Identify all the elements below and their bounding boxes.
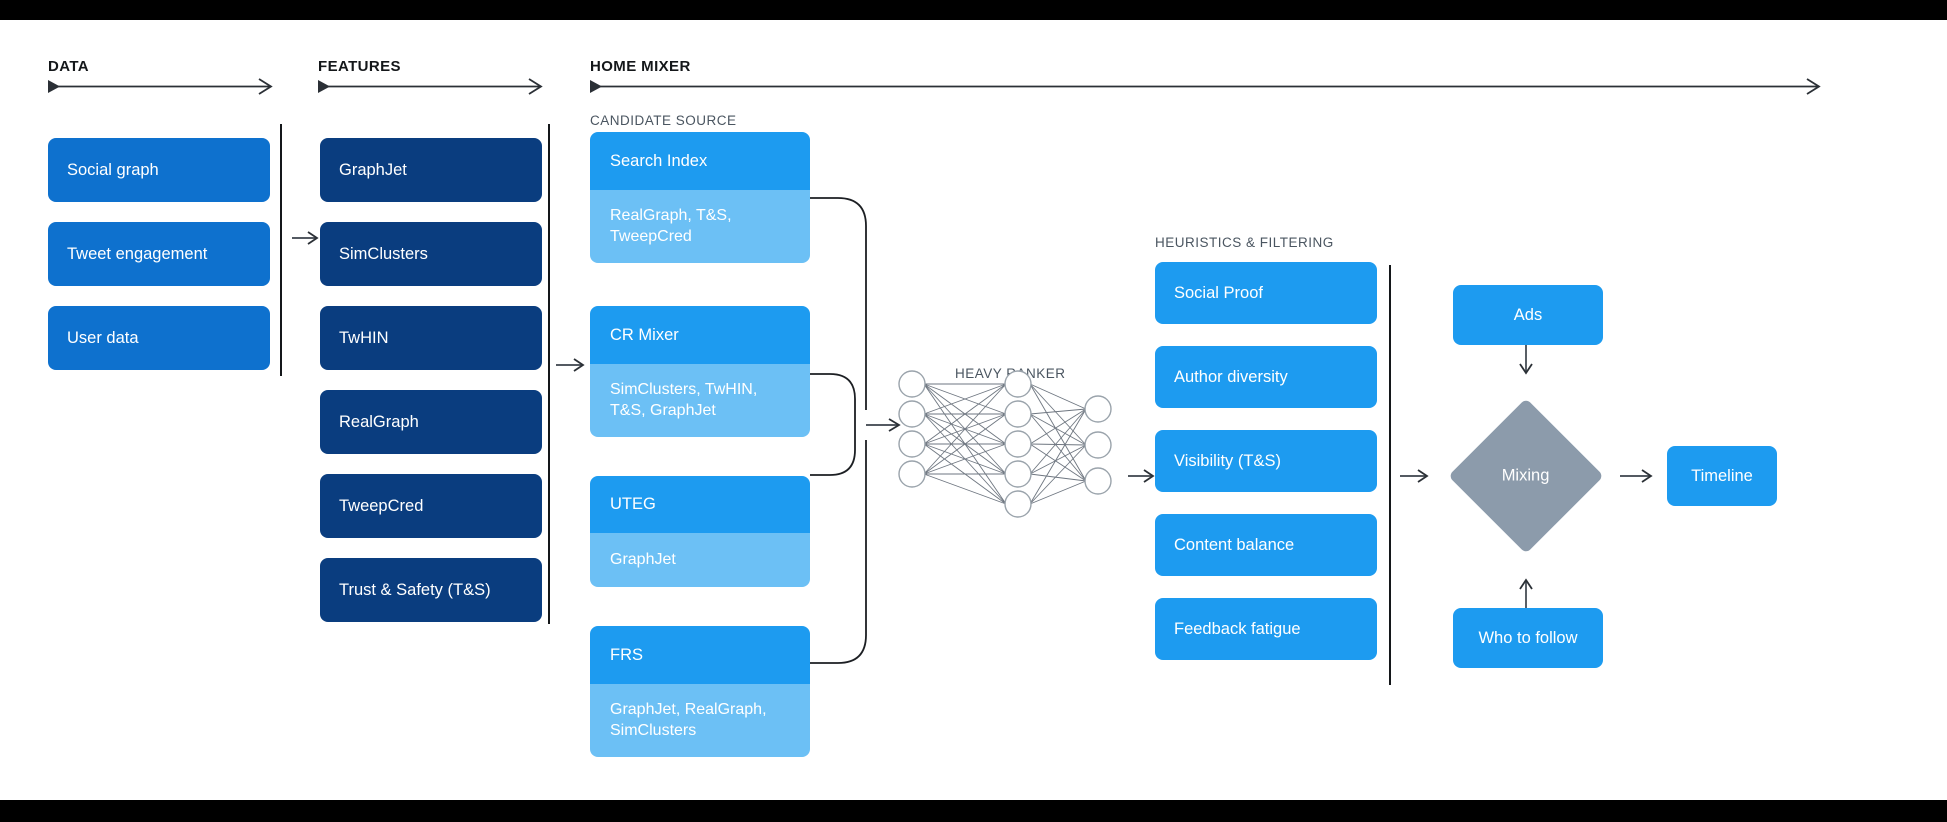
data-box-label: User data <box>67 328 139 347</box>
phase-label-data: DATA <box>48 58 90 75</box>
data-box-label: Tweet engagement <box>67 244 208 263</box>
divider-heuristics-mixing <box>1389 265 1391 685</box>
axis-home-mixer <box>590 78 1821 95</box>
candidate-source-detail: GraphJet, RealGraph, SimClusters <box>590 684 810 757</box>
section-label-candidate-source: CANDIDATE SOURCE <box>590 113 737 128</box>
arrow-features-to-candidates <box>556 358 585 372</box>
arrow-ads-to-mixing <box>1519 345 1533 375</box>
arrow-mixing-to-timeline <box>1620 469 1653 483</box>
section-label-heuristics: HEURISTICS & FILTERING <box>1155 235 1334 250</box>
feature-box-label: RealGraph <box>339 412 419 431</box>
axis-features <box>318 78 543 95</box>
candidate-source-title: CR Mixer <box>590 306 810 364</box>
heuristic-box-label: Social Proof <box>1174 283 1263 302</box>
terminal-box-label: Who to follow <box>1478 628 1578 647</box>
data-box-tweet-engagement[interactable]: Tweet engagement <box>48 222 270 286</box>
candidate-source-title: Search Index <box>590 132 810 190</box>
feature-box-label: GraphJet <box>339 160 407 179</box>
terminal-box-timeline[interactable]: Timeline <box>1667 446 1777 506</box>
heuristic-box-label: Feedback fatigue <box>1174 619 1301 638</box>
arrow-heuristics-to-mixing <box>1400 469 1429 483</box>
feature-box-trust-safety[interactable]: Trust & Safety (T&S) <box>320 558 542 622</box>
feature-box-label: Trust & Safety (T&S) <box>339 580 491 599</box>
candidate-source-title: UTEG <box>590 476 810 533</box>
feature-box-tweepcred[interactable]: TweepCred <box>320 474 542 538</box>
arrow-ranker-to-heuristics <box>1128 469 1155 483</box>
candidate-source-title: FRS <box>590 626 810 684</box>
candidate-source-cr-mixer[interactable]: CR Mixer SimClusters, TwHIN, T&S, GraphJ… <box>590 306 810 437</box>
heuristic-box-visibility[interactable]: Visibility (T&S) <box>1155 430 1377 492</box>
divider-data-features <box>280 124 282 376</box>
feature-box-label: TweepCred <box>339 496 424 515</box>
phase-label-home-mixer: HOME MIXER <box>590 58 691 75</box>
heuristic-box-author-diversity[interactable]: Author diversity <box>1155 346 1377 408</box>
arrow-data-to-features <box>292 231 319 245</box>
heuristic-box-label: Author diversity <box>1174 367 1288 386</box>
data-box-label: Social graph <box>67 160 159 179</box>
top-letterbox <box>0 0 1947 20</box>
heuristic-box-content-balance[interactable]: Content balance <box>1155 514 1377 576</box>
heuristic-box-label: Visibility (T&S) <box>1174 451 1281 470</box>
feature-box-twhin[interactable]: TwHIN <box>320 306 542 370</box>
arrow-whotofollow-to-mixing <box>1519 578 1533 608</box>
mixing-diamond-label: Mixing <box>1502 466 1550 485</box>
phase-label-features: FEATURES <box>318 58 401 75</box>
arrow-candidates-to-ranker <box>866 418 901 432</box>
feature-box-realgraph[interactable]: RealGraph <box>320 390 542 454</box>
heavy-ranker-network <box>898 370 1112 518</box>
feature-box-label: TwHIN <box>339 328 389 347</box>
axis-data <box>48 78 273 95</box>
terminal-box-ads[interactable]: Ads <box>1453 285 1603 345</box>
candidate-source-uteg[interactable]: UTEG GraphJet <box>590 476 810 587</box>
divider-features-homemixer <box>548 124 550 624</box>
data-box-user-data[interactable]: User data <box>48 306 270 370</box>
heuristic-box-label: Content balance <box>1174 535 1295 554</box>
heuristic-box-feedback-fatigue[interactable]: Feedback fatigue <box>1155 598 1377 660</box>
connector-layer <box>48 78 1821 664</box>
diagram-canvas: DATA FEATURES HOME MIXER CANDIDATE SOURC… <box>0 20 1947 800</box>
candidate-source-detail: GraphJet <box>590 533 810 587</box>
candidate-source-search-index[interactable]: Search Index RealGraph, T&S, TweepCred <box>590 132 810 263</box>
heuristic-box-social-proof[interactable]: Social Proof <box>1155 262 1377 324</box>
candidate-source-frs[interactable]: FRS GraphJet, RealGraph, SimClusters <box>590 626 810 757</box>
bottom-letterbox <box>0 800 1947 822</box>
candidate-source-detail: RealGraph, T&S, TweepCred <box>590 190 810 263</box>
feature-box-simclusters[interactable]: SimClusters <box>320 222 542 286</box>
candidate-source-detail: SimClusters, TwHIN, T&S, GraphJet <box>590 364 810 437</box>
feature-box-graphjet[interactable]: GraphJet <box>320 138 542 202</box>
feature-box-label: SimClusters <box>339 244 428 263</box>
data-box-social-graph[interactable]: Social graph <box>48 138 270 202</box>
terminal-box-label: Ads <box>1513 305 1543 324</box>
terminal-box-label: Timeline <box>1691 466 1753 485</box>
terminal-box-who-to-follow[interactable]: Who to follow <box>1453 608 1603 668</box>
